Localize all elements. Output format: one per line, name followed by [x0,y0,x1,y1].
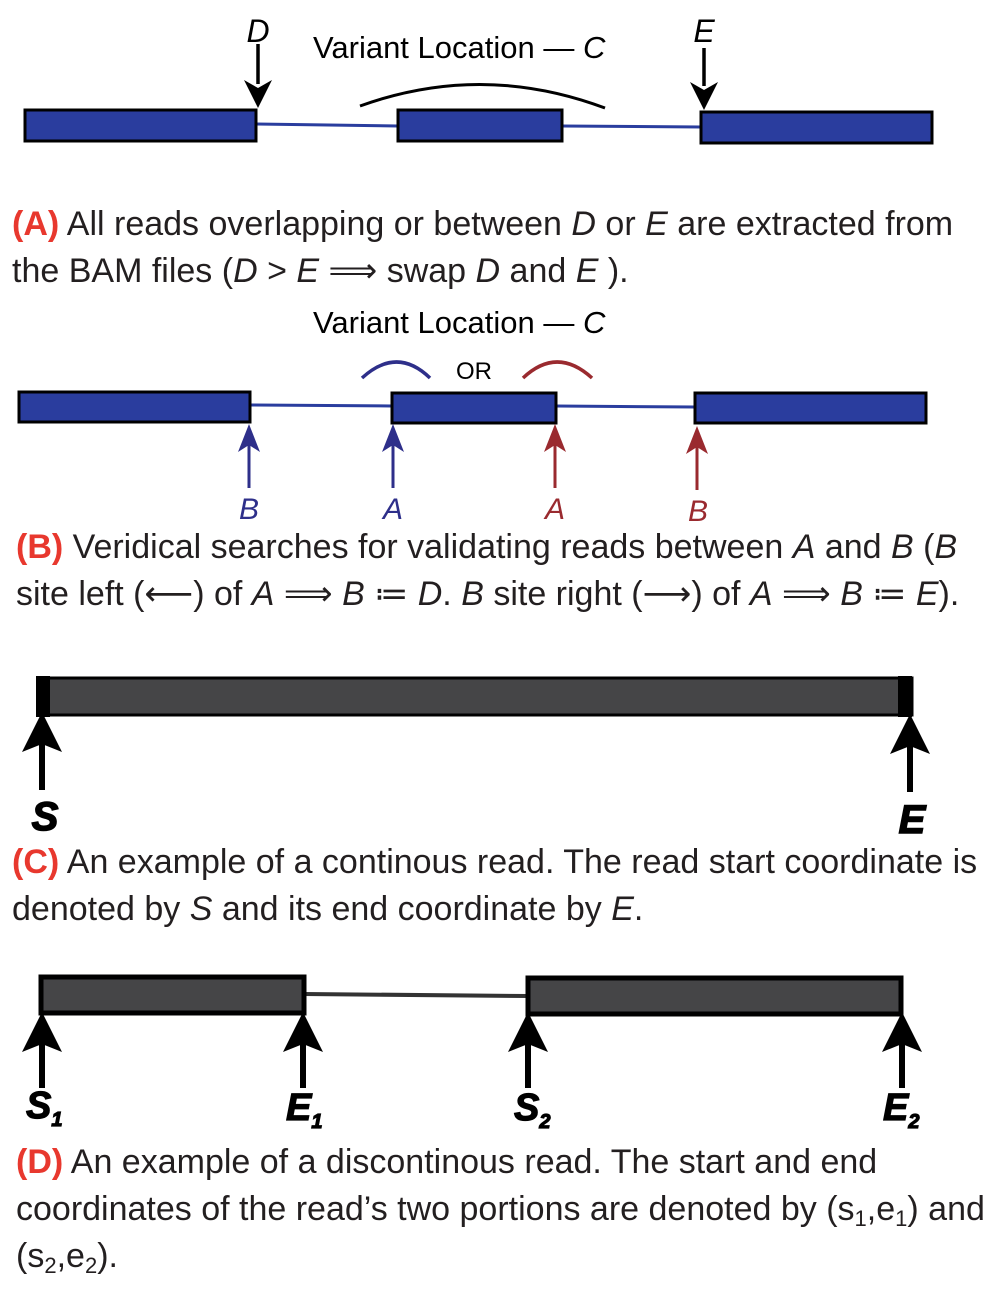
gap-line-d [303,992,529,998]
arrow-a-right-head [544,424,566,452]
variant-location-label-b: Variant Location — C [313,305,606,340]
panel-a-diagram: D E Variant Location — C [23,13,934,145]
exon-b-left [17,390,252,424]
read-portion-1 [38,974,307,1016]
intron-line-a2 [561,124,702,129]
read-end-cap [898,676,912,717]
label-e2: E2 [883,1087,919,1133]
read-portion-2 [525,975,904,1017]
arrow-e-head-c [890,714,930,754]
arrow-b-left-head [238,424,260,452]
arrow-e-head [690,82,718,110]
label-b-left: B [239,493,259,526]
label-e: E [693,13,715,49]
or-label: OR [456,358,492,385]
label-s2: S2 [514,1087,550,1133]
exon-b-right [693,391,928,425]
variant-location-label-a: Variant Location — C [313,30,606,65]
label-b-right: B [688,495,708,528]
arrow-e1-head [283,1012,323,1052]
label-e1: E1 [286,1087,322,1133]
exon-a-right [699,110,934,145]
panel-c-diagram: S E [22,676,930,843]
label-s1: S1 [26,1085,62,1131]
label-d: D [246,13,269,49]
variant-arc-a [359,83,606,110]
continuous-read [36,676,914,717]
label-s-c: S [32,795,59,839]
label-e-c: E [899,798,927,842]
arrow-d-head [244,80,272,108]
read-start-cap [36,676,50,717]
panel-d-diagram: S1 E1 S2 E2 [22,974,922,1134]
intron-line-a1 [255,122,399,128]
exon-b-middle [390,391,558,425]
caption-b: (B) Veridical searches for validating re… [16,528,960,613]
panel-b-diagram: Variant Location — C OR B A A B [17,305,928,528]
intron-line-b1 [249,403,393,408]
label-a-left: A [381,493,403,526]
caption-d: (D) An example of a discontinous read. T… [16,1143,985,1278]
variant-arc-red [521,360,594,380]
arrow-a-left-head [382,424,404,452]
arrow-e2-head [882,1012,922,1052]
arrow-s-head [22,712,62,752]
arrow-s1-head [22,1012,62,1052]
exon-a-left [23,108,258,143]
caption-c: (C) An example of a continous read. The … [12,843,978,928]
arrow-s2-head [508,1012,548,1052]
label-a-right: A [543,493,565,526]
intron-line-b2 [555,404,696,409]
exon-a-middle [396,108,564,143]
caption-a: (A) All reads overlapping or between D o… [12,205,954,290]
arrow-b-right-head [686,426,708,454]
variant-arc-blue [360,360,432,380]
